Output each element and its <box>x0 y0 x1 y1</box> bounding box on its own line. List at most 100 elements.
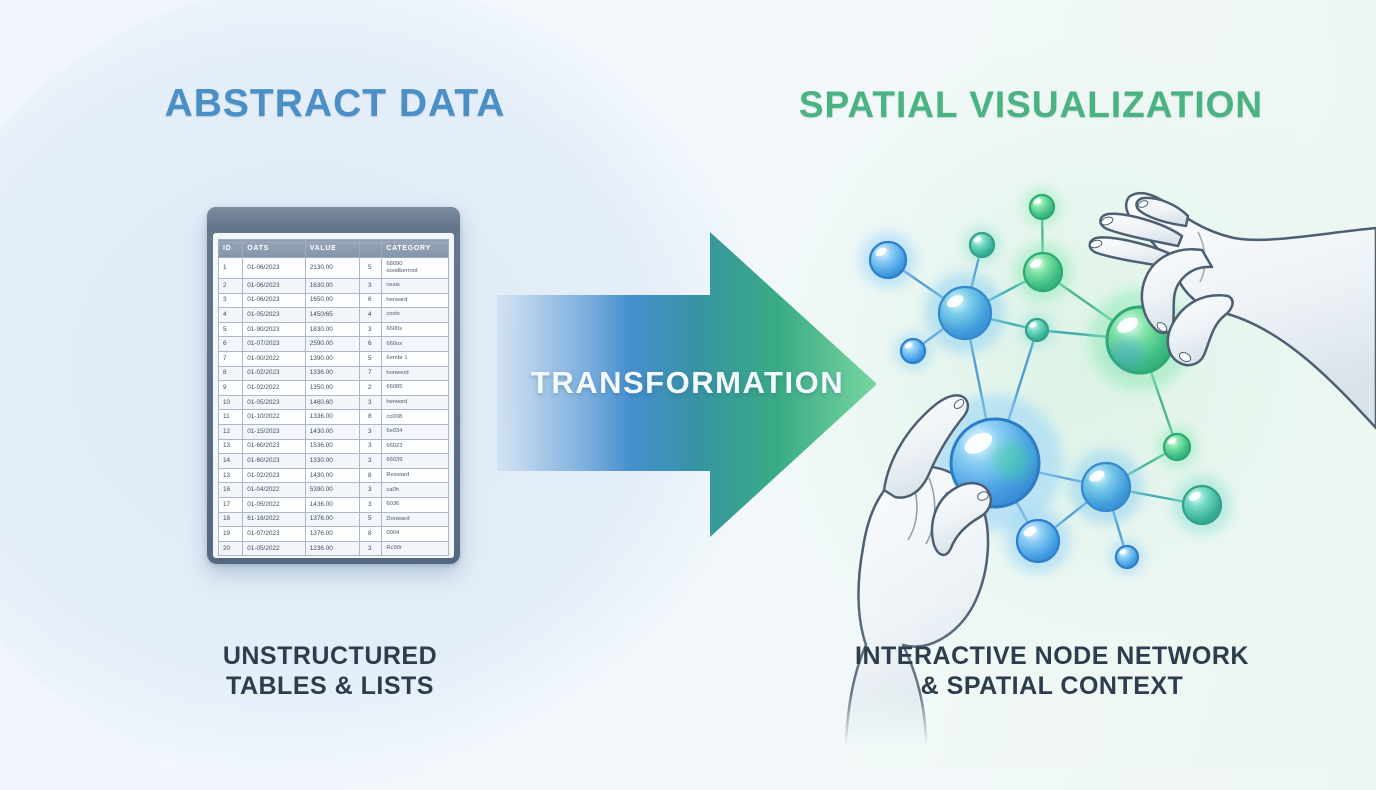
table-cell: 1236.00 <box>304 540 361 557</box>
table-cell: 1336.00 <box>304 409 361 425</box>
table-cell: Donward <box>381 511 449 528</box>
table-cell: 01-90/2023 <box>242 321 306 338</box>
table-cell: Rc90r <box>381 540 449 557</box>
transformation-arrow-label: TRANSFORMATION <box>530 365 845 400</box>
table-cell: 1830.00 <box>304 321 361 338</box>
table-cell: 5 <box>359 351 383 367</box>
table-cell: 2130.00 <box>304 256 361 280</box>
table-cell: 01-02/2022 <box>242 380 306 396</box>
table-cell: 01-06/2023 <box>242 256 306 280</box>
table-cell: 68090 ooodberroot <box>381 256 449 280</box>
table-cell: 5390.00 <box>304 482 361 498</box>
fingernail <box>1100 216 1114 226</box>
network-node-n0 <box>868 240 908 280</box>
table-cell: 5 <box>359 511 383 528</box>
network-node-n5 <box>899 337 927 365</box>
table-cell: 13 <box>217 467 244 484</box>
table-cell: 5 <box>217 321 244 338</box>
table-cell: 01-07/2023 <box>242 526 306 542</box>
table-cell: 8 <box>359 467 383 484</box>
left-hand-fingers <box>882 394 992 557</box>
table-card-titlebar <box>207 207 460 231</box>
table-cell: 1536.00 <box>304 438 361 455</box>
table-cell: 2 <box>359 380 383 396</box>
network-node-n10 <box>1080 461 1132 513</box>
table-cell: 6embr 1 <box>381 351 449 367</box>
fingernail <box>1089 239 1103 249</box>
table-cell: herwerd <box>381 394 449 411</box>
table-cell: 6600s <box>381 321 449 338</box>
right-caption-line1: INTERACTIVE NODE NETWORK <box>855 642 1249 670</box>
table-cell: 14 <box>217 453 244 469</box>
table-cell: 1336.00 <box>304 365 361 382</box>
table-cell: 1430.00 <box>304 424 361 440</box>
table-cell: 1376.00 <box>304 526 361 542</box>
table-cell: 3 <box>359 540 383 557</box>
table-cell: 8 <box>217 365 244 382</box>
table-cell: 8 <box>359 409 383 425</box>
left-caption-line1: UNSTRUCTURED <box>222 642 438 670</box>
table-cell: 5 <box>359 256 383 280</box>
table-cell: 01-60/2023 <box>242 453 306 469</box>
table-cell: 16 <box>217 482 244 498</box>
left-title: ABSTRACT DATA <box>164 82 506 125</box>
left-thumb <box>930 482 992 557</box>
table-cell: 01-04/2022 <box>242 482 306 498</box>
table-cell: 3 <box>359 496 383 513</box>
table-cell: ca0h <box>381 482 449 498</box>
fingernail <box>977 491 989 501</box>
network-node-n2 <box>1028 193 1056 221</box>
table-cell: 10 <box>217 394 244 411</box>
table-cell: 2590.00 <box>304 336 361 353</box>
table-cell: 4 <box>359 307 383 323</box>
table-cell: 2 <box>217 278 244 294</box>
right-caption: INTERACTIVE NODE NETWORK & SPATIAL CONTE… <box>852 641 1252 701</box>
table-cell: 01-07/2023 <box>242 336 306 353</box>
left-caption-line2: TABLES & LISTS <box>226 672 434 700</box>
table-header-cell <box>359 239 383 258</box>
table-cell: 1 <box>217 256 244 280</box>
right-index-finger <box>1140 247 1214 335</box>
right-hand-finger <box>1099 212 1184 248</box>
network-node-n1 <box>968 231 996 259</box>
table-cell: 1376.00 <box>304 511 361 528</box>
table-header-cell: CATEGORY <box>381 239 449 258</box>
table-cell: 13 <box>217 438 244 455</box>
table-cell: 66085 <box>381 380 449 396</box>
network-node-n3 <box>1022 251 1064 293</box>
table-header-cell: VALUE <box>304 239 361 258</box>
table-cell: 6 <box>217 336 244 353</box>
table-header-cell: ID <box>217 239 244 258</box>
left-caption: UNSTRUCTURED TABLES & LISTS <box>180 641 480 701</box>
table-cell: 11 <box>217 409 244 425</box>
table-cell: 01-05/2023 <box>242 394 306 411</box>
table-cell: 01-02/2023 <box>242 467 306 484</box>
table-cell: 01-00/2022 <box>242 351 306 367</box>
table-cell: 01-15/2023 <box>242 424 306 440</box>
table-cell: 1630.00 <box>304 278 361 294</box>
table-cell: ceaix <box>381 278 449 294</box>
network-node-n4 <box>937 285 993 341</box>
right-title: SPATIAL VISUALIZATION <box>798 84 1264 125</box>
table-cell: 66039 <box>381 453 449 469</box>
table-cell: 3 <box>217 292 244 309</box>
fingernail <box>1137 200 1149 208</box>
table-cell: 6 <box>359 336 383 353</box>
network-node-n12 <box>1015 518 1061 564</box>
table-cell: 19 <box>217 526 244 542</box>
table-cell: 3 <box>359 453 383 469</box>
table-cell: 0004 <box>381 526 449 542</box>
